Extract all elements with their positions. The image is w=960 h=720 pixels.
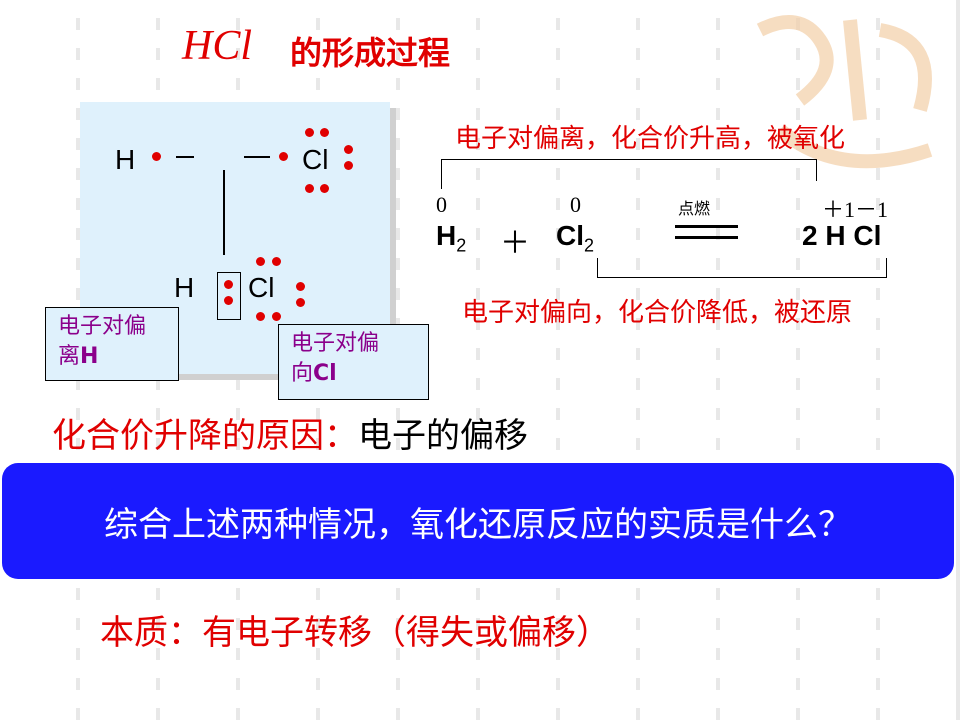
question-banner: 综合上述两种情况，氧化还原反应的实质是什么？ <box>2 463 954 579</box>
product-hcl: 2 H Cl <box>802 220 882 251</box>
ox-state-cl2: 0 <box>570 192 581 217</box>
ox-state-h2: 0 <box>436 192 447 217</box>
atom-h-bonded: H <box>174 272 195 303</box>
atom-cl: Cl <box>302 144 329 175</box>
arrow-left <box>244 156 270 158</box>
note-toward-cl: 电子对偏向Cl <box>278 324 429 400</box>
plus-sign: ＋ <box>500 226 530 261</box>
atom-h: H <box>115 144 136 175</box>
page-title: 的形成过程 <box>290 34 451 72</box>
arrow-right <box>176 156 194 158</box>
reduction-note: 电子对偏向，化合价降低，被还原 <box>462 298 853 328</box>
ox-state-hcl: ＋1－1 <box>822 197 889 222</box>
reaction-condition: 点燃 <box>678 199 711 218</box>
watermark-seal <box>756 15 933 169</box>
equals-sign <box>675 225 738 228</box>
reason-line: 化合价升降的原因：电子的偏移 <box>52 416 528 456</box>
shared-pair-box <box>217 272 241 320</box>
reduction-arrow <box>597 277 887 278</box>
arrow-down <box>223 170 225 255</box>
answer: 本质：有电子转移（得失或偏移） <box>100 613 610 653</box>
oxidation-arrow <box>441 159 817 160</box>
reactant-cl2: Cl2 <box>556 220 595 256</box>
reactant-h2: H2 <box>436 220 467 256</box>
note-away-from-h: 电子对偏离H <box>45 307 179 381</box>
atom-cl-bonded: Cl <box>248 272 275 303</box>
title-formula: HCl <box>182 23 253 69</box>
oxidation-note: 电子对偏离，化合价升高，被氧化 <box>455 124 846 154</box>
